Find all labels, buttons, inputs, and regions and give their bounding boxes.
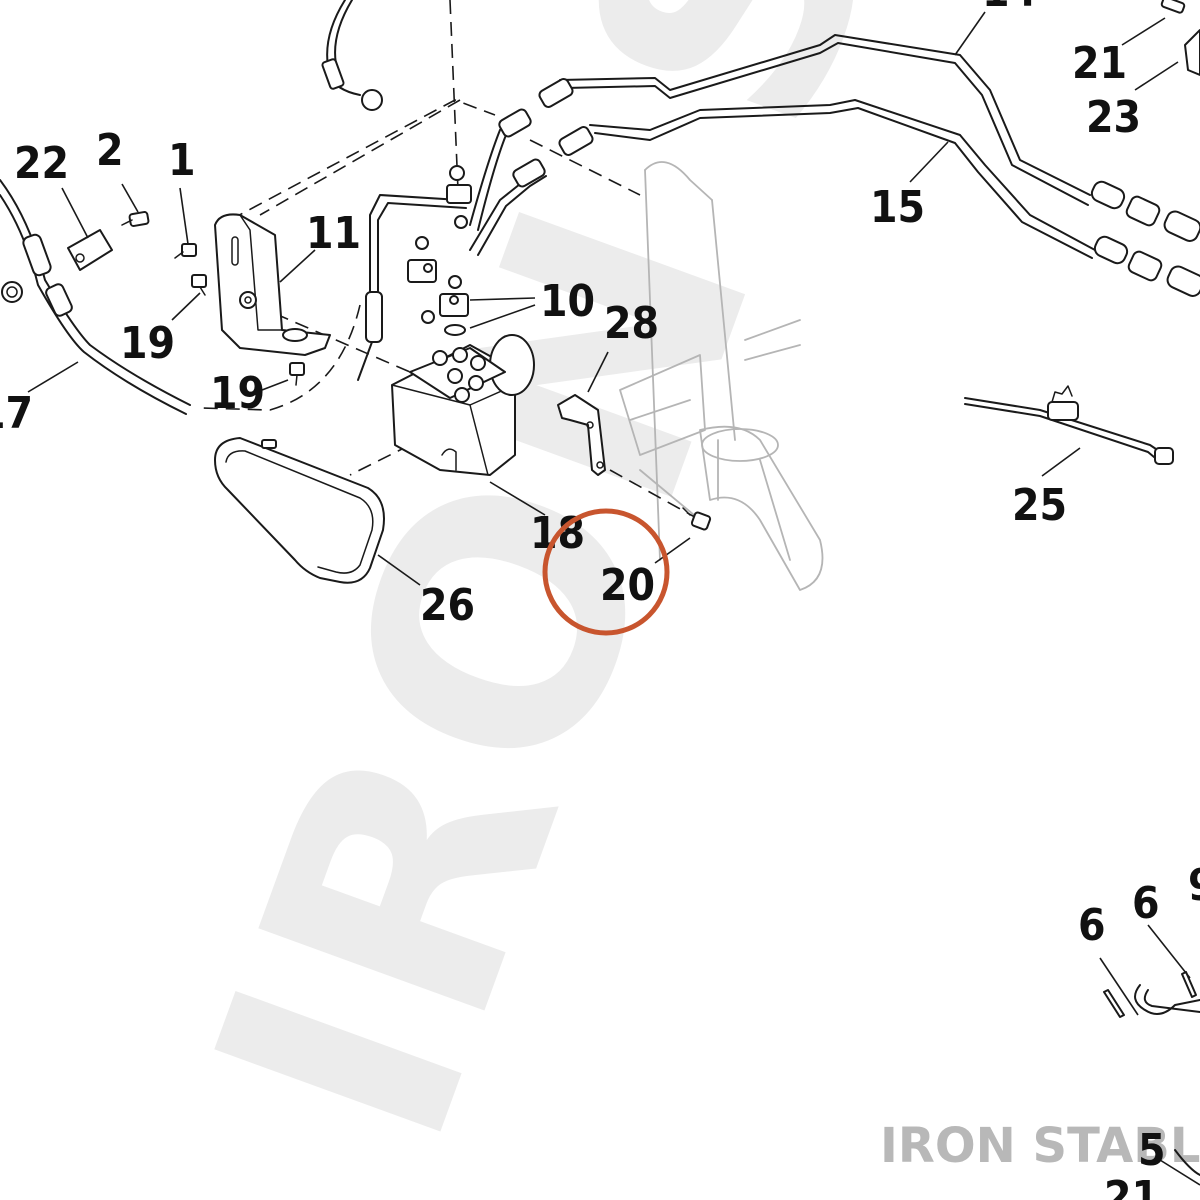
label-part-19-lower: 19 — [210, 368, 265, 419]
label-part-26: 26 — [420, 580, 475, 631]
frame-ghost — [619, 161, 824, 591]
brake-hose-left — [0, 179, 191, 415]
watermark-corner-text: IRON STABLE — [880, 1118, 1200, 1174]
label-part-15: 15 — [870, 182, 925, 233]
abs-module — [391, 334, 535, 476]
screws — [121, 211, 712, 531]
label-part-25: 25 — [1012, 480, 1067, 531]
label-part-14: 14 — [982, 0, 1037, 17]
label-part-6-right: 6 — [1132, 878, 1160, 929]
assembly-lines — [199, 0, 701, 521]
label-part-28: 28 — [604, 298, 659, 349]
highlight-circle — [542, 508, 670, 636]
label-part-10: 10 — [540, 276, 595, 327]
label-part-22: 22 — [14, 138, 69, 189]
watermark: IRON STABLE IRON STABLE — [142, 0, 1200, 1187]
label-part-17: 17 — [0, 388, 33, 439]
label-part-5: 5 — [1138, 1125, 1166, 1176]
label-part-1: 1 — [168, 135, 196, 186]
strap-25 — [964, 385, 1174, 465]
brake-lines-right — [559, 0, 1200, 297]
bracket-28 — [557, 394, 606, 476]
label-part-21-top: 21 — [1072, 38, 1127, 89]
brake-hose-top — [321, 0, 383, 111]
label-part-23: 23 — [1086, 92, 1141, 143]
label-part-2: 2 — [96, 125, 124, 176]
label-part-21-bottom: 21 — [1104, 1172, 1159, 1200]
label-part-6-left: 6 — [1078, 900, 1106, 951]
leader-lines — [27, 11, 1200, 1186]
label-part-9: 9 — [1188, 860, 1200, 911]
watermark-large-text: IRON STABLE — [142, 0, 1200, 1187]
label-part-20: 20 — [600, 560, 655, 611]
abs-tubes — [357, 78, 594, 381]
fittings-stack — [407, 165, 472, 336]
bottom-right-parts — [1103, 971, 1200, 1176]
side-cover — [214, 437, 385, 584]
mounting-bracket — [214, 213, 331, 356]
label-part-11: 11 — [306, 208, 361, 259]
label-part-19-upper: 19 — [120, 318, 175, 369]
